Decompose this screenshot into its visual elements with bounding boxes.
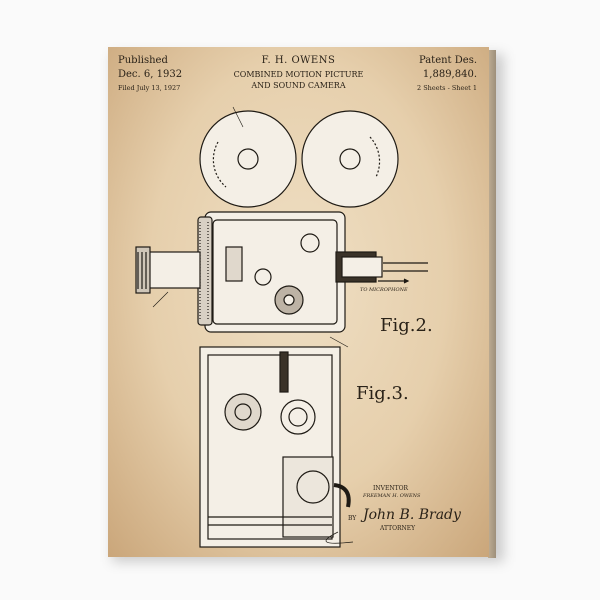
filed-date: Filed July 13, 1927 [118,84,181,92]
sheet-count: 2 Sheets - Sheet 1 [417,84,477,92]
microphone-note: TO MICROPHONE [360,287,408,293]
attorney-signature: John B. Brady [363,507,461,523]
published-date: Dec. 6, 1932 [118,69,183,80]
published-label: Published [118,55,168,66]
canvas-edge [488,50,496,558]
camera-drawing [135,106,428,548]
patent-title-line2: AND SOUND CAMERA [251,81,346,90]
patent-number: 1,889,840. [422,69,477,80]
patent-canvas-print: Published Dec. 6, 1932 Filed July 13, 19… [108,47,489,557]
fig2-label: Fig.2. [380,315,433,336]
patent-label: Patent Des. [418,55,477,66]
by-label: BY [348,515,357,522]
inventor-name: FREEMAN H. OWENS [363,493,421,499]
fig3-label: Fig.3. [356,383,409,404]
inventor-label: INVENTOR [373,485,409,492]
inventor-header: F. H. OWENS [261,55,336,66]
patent-title-line1: COMBINED MOTION PICTURE [233,70,364,79]
attorney-label: ATTORNEY [380,525,416,532]
